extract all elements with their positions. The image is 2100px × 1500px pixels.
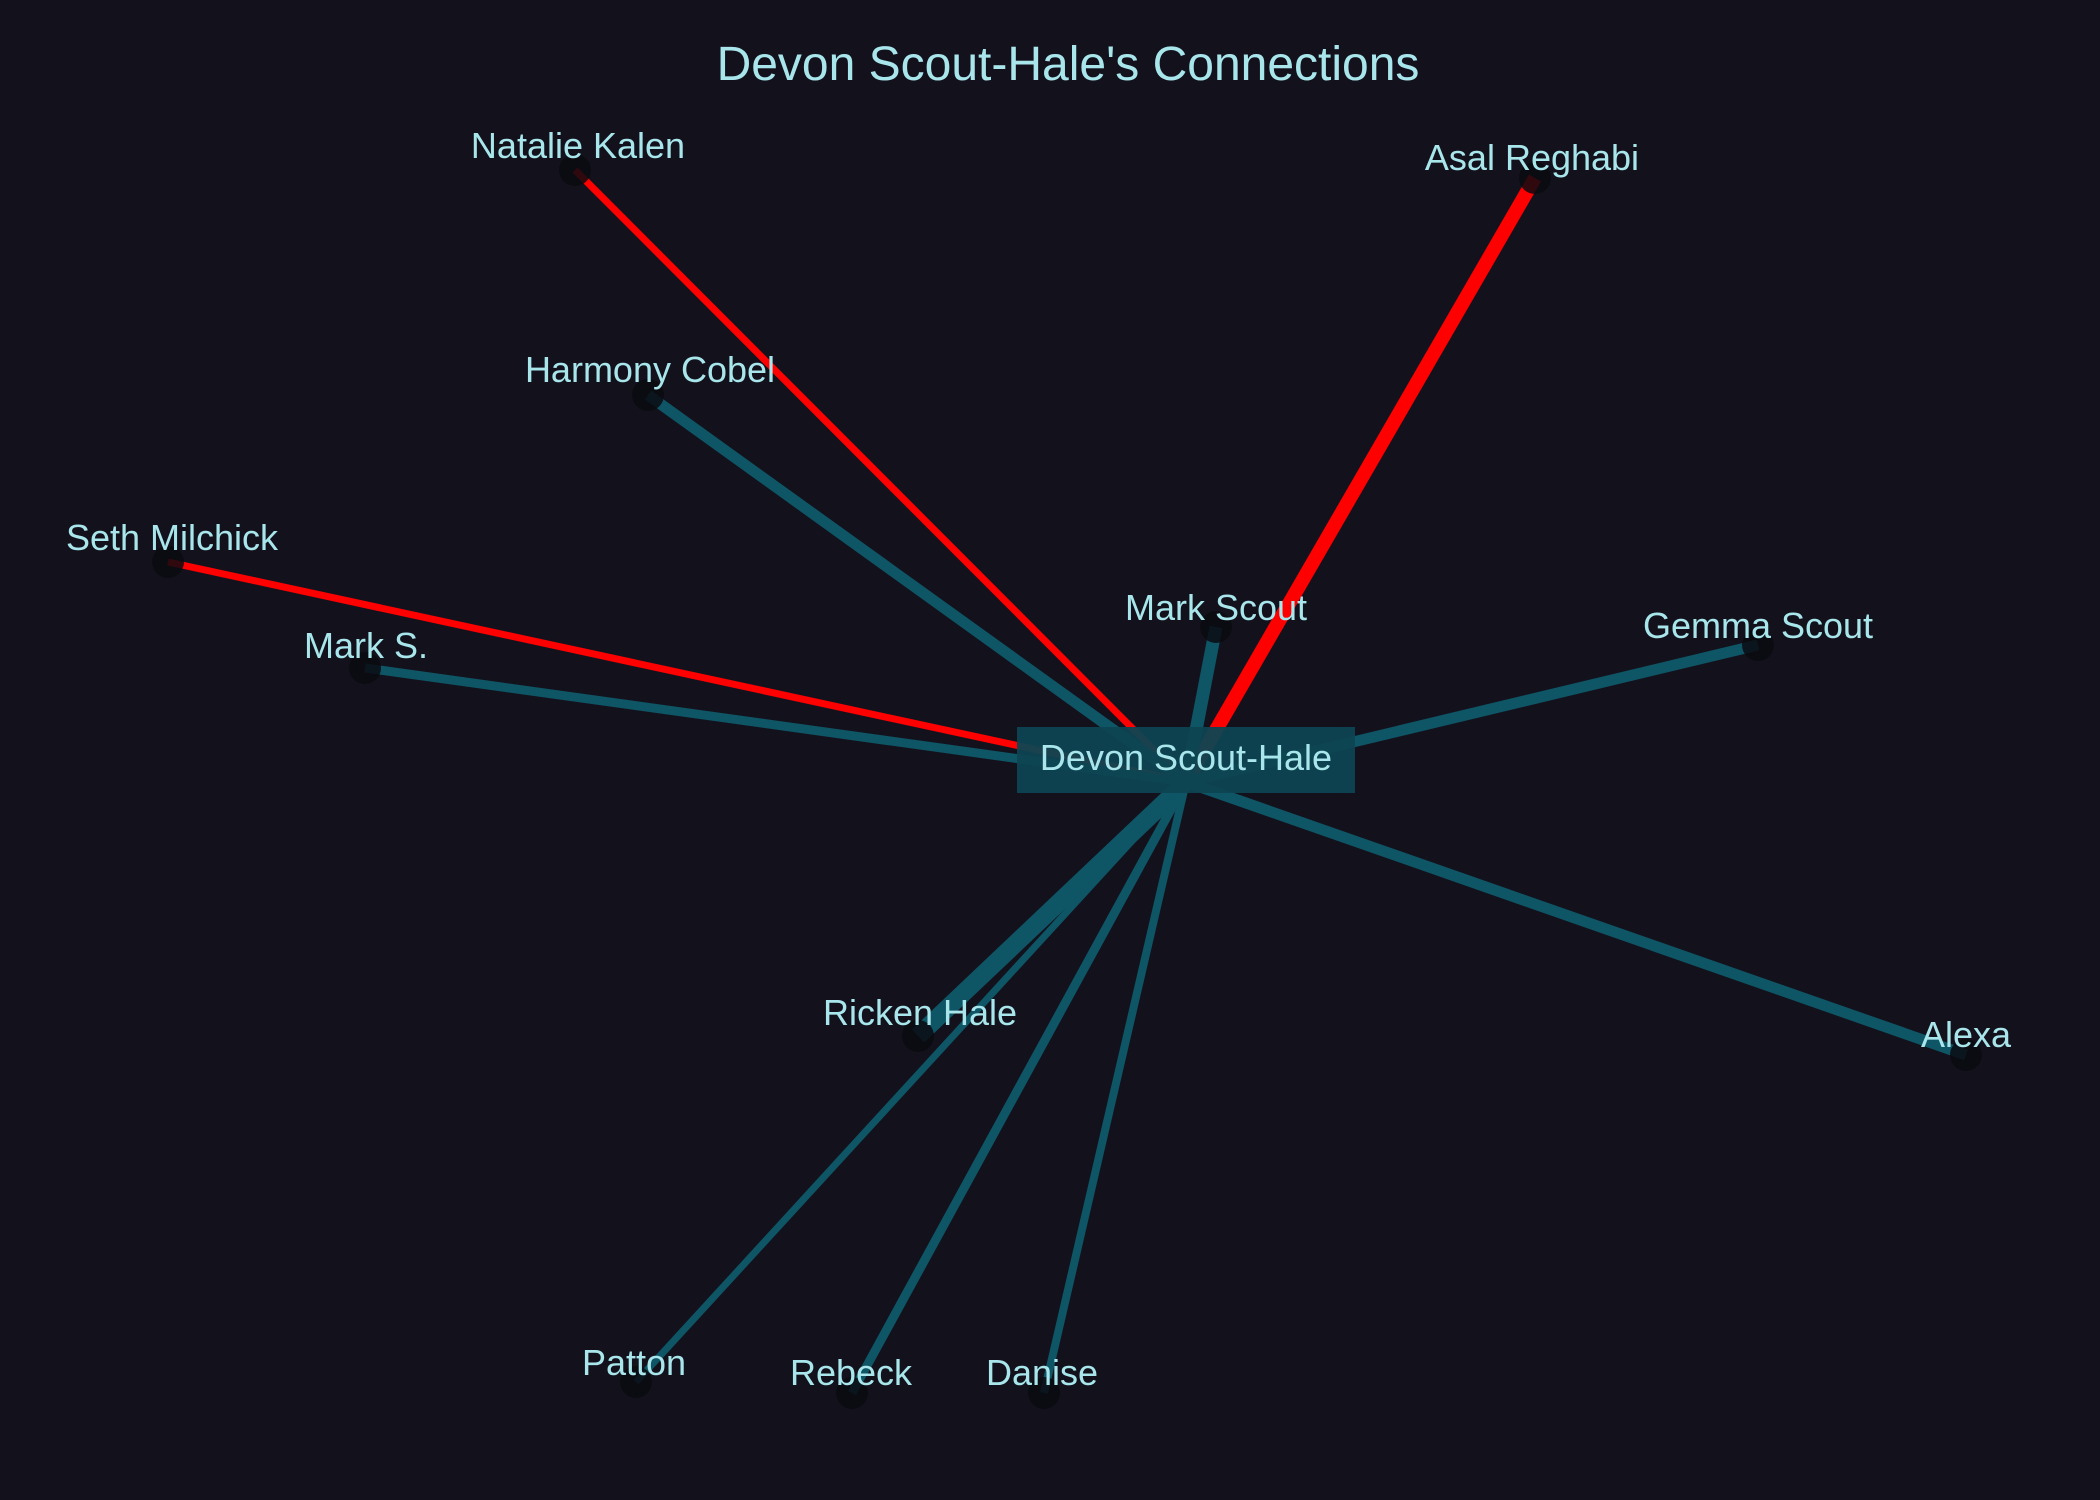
node-label-asal-reghabi: Asal Reghabi: [1425, 137, 1639, 178]
node-label-patton: Patton: [582, 1342, 686, 1383]
node-label-rebeck: Rebeck: [790, 1352, 913, 1393]
node-label-alexa: Alexa: [1921, 1014, 2012, 1055]
node-danise[interactable]: [1028, 1377, 1060, 1409]
node-label-seth-milchick: Seth Milchick: [66, 517, 279, 558]
node-alexa[interactable]: [1950, 1039, 1982, 1071]
node-label-ricken-hale: Ricken Hale: [823, 992, 1017, 1033]
graph-title: Devon Scout-Hale's Connections: [717, 38, 1420, 91]
node-label-danise: Danise: [986, 1352, 1098, 1393]
edge-patton: [633, 779, 1189, 1385]
node-label-natalie-kalen: Natalie Kalen: [471, 125, 685, 166]
node-harmony-cobel[interactable]: [632, 379, 664, 411]
node-rebeck[interactable]: [836, 1377, 868, 1409]
center-node-label: Devon Scout-Hale: [1040, 737, 1332, 778]
edge-harmony-cobel: [644, 390, 1190, 787]
node-mark-s-[interactable]: [349, 652, 381, 684]
node-natalie-kalen[interactable]: [559, 154, 591, 186]
center-node[interactable]: Devon Scout-Hale: [1017, 727, 1355, 793]
node-label-harmony-cobel: Harmony Cobel: [525, 349, 775, 390]
node-label-mark-scout: Mark Scout: [1125, 587, 1307, 628]
edge-asal-reghabi: [1179, 174, 1542, 786]
center-node-box[interactable]: [1017, 727, 1355, 793]
edge-natalie-kalen: [572, 167, 1189, 785]
node-label-mark-s-: Mark S.: [304, 625, 428, 666]
node-asal-reghabi[interactable]: [1519, 162, 1551, 194]
node-gemma-scout[interactable]: [1742, 629, 1774, 661]
node-patton[interactable]: [620, 1366, 652, 1398]
edges-layer: [167, 167, 1968, 1396]
edge-seth-milchick: [167, 558, 1187, 786]
node-seth-milchick[interactable]: [152, 546, 184, 578]
edge-ricken-hale: [911, 775, 1193, 1043]
node-mark-scout[interactable]: [1200, 611, 1232, 643]
edge-danise: [1040, 781, 1190, 1394]
node-ricken-hale[interactable]: [902, 1020, 934, 1052]
node-label-gemma-scout: Gemma Scout: [1643, 605, 1873, 646]
edge-rebeck: [848, 779, 1190, 1396]
edge-alexa: [1184, 776, 1968, 1061]
